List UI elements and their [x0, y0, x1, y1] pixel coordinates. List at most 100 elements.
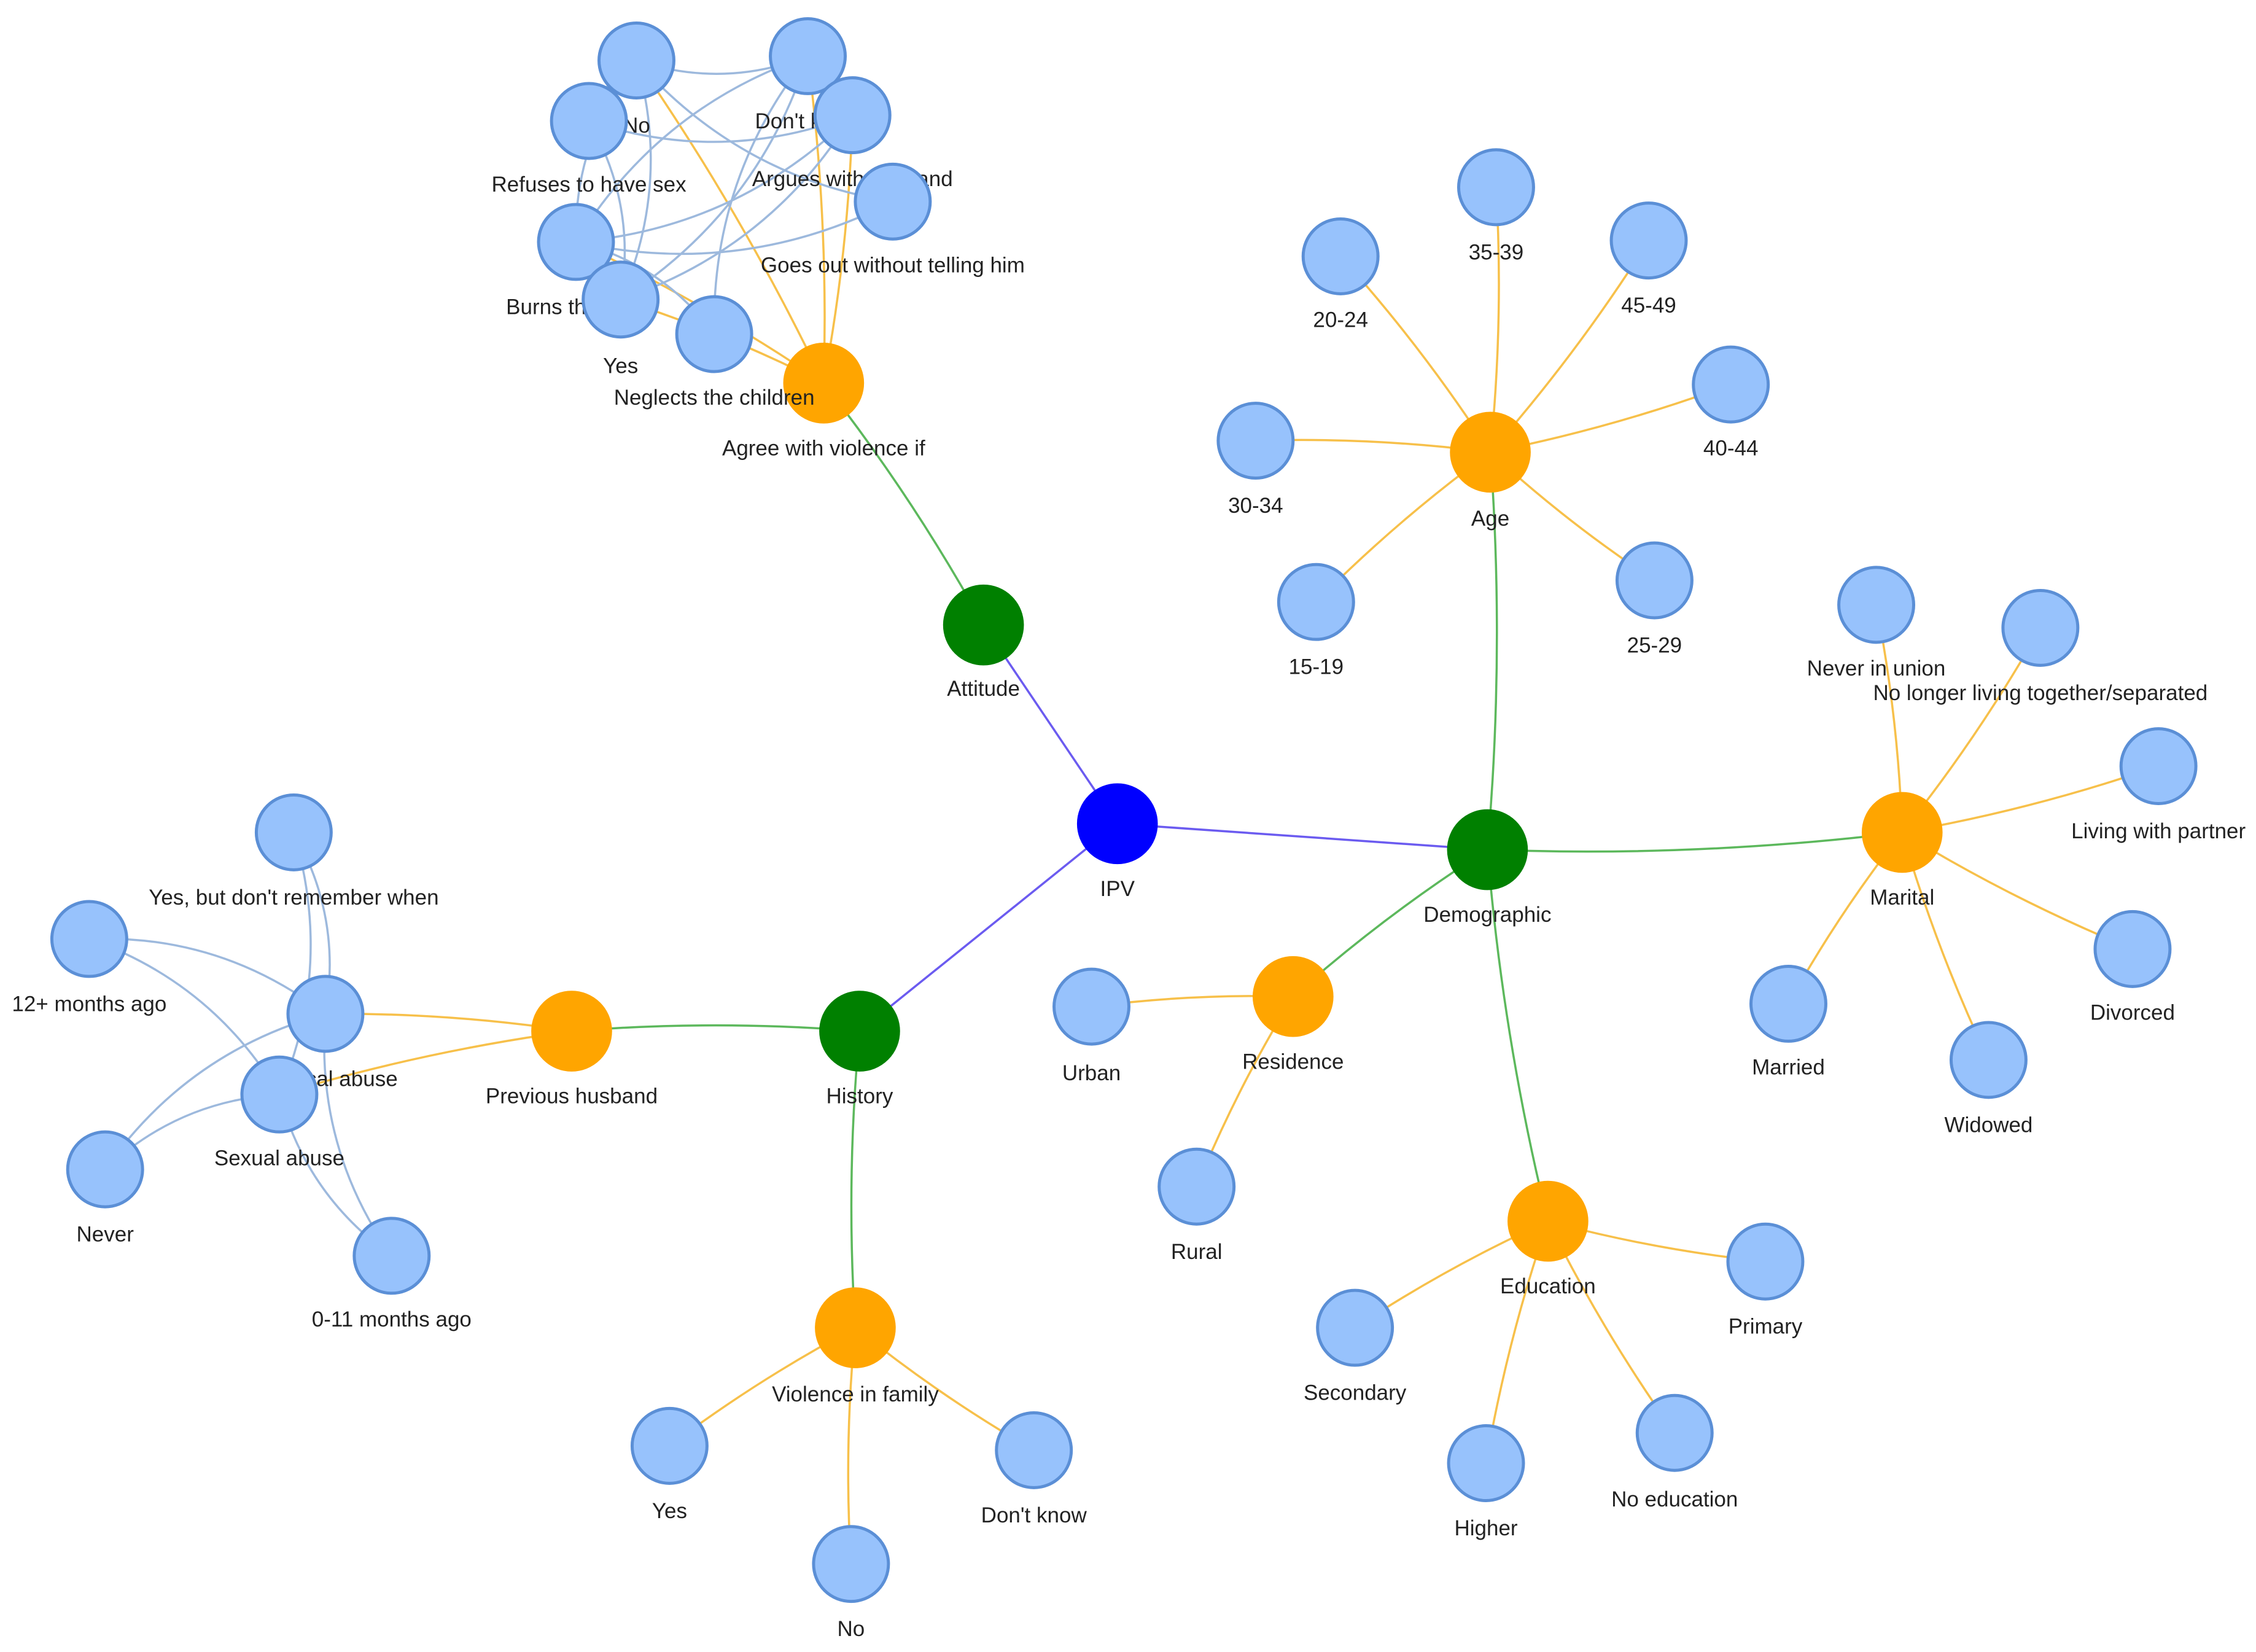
node-attitude[interactable]: Attitude [943, 584, 1024, 701]
node-edu-higher[interactable]: Higher [1447, 1424, 1525, 1540]
node-violfamily[interactable]: Violence in family [772, 1287, 939, 1406]
node-mar-divorced[interactable]: Divorced [2090, 910, 2175, 1025]
node-mar-married[interactable]: Married [1749, 964, 1827, 1080]
category-node-circle[interactable] [943, 584, 1024, 666]
value-node-circle[interactable] [1635, 1393, 1714, 1472]
value-node-circle[interactable] [854, 162, 932, 241]
value-node-circle[interactable] [1216, 402, 1295, 480]
category-node-circle[interactable] [1447, 809, 1528, 890]
value-node-circle[interactable] [1447, 1424, 1525, 1502]
node-age[interactable]: Age [1450, 411, 1531, 531]
node-ag-refuses[interactable]: Refuses to have sex [492, 82, 687, 197]
node-ipv[interactable]: IPV [1076, 783, 1158, 901]
value-node-circle[interactable] [537, 203, 615, 281]
node-prevhusband[interactable]: Previous husband [486, 991, 658, 1108]
value-node-circle[interactable] [2119, 727, 2198, 806]
node-age-4044[interactable]: 40-44 [1692, 345, 1770, 460]
value-node-circle[interactable] [1277, 563, 1355, 641]
node-mar-nolonger[interactable]: No longer living together/separated [1873, 588, 2207, 705]
variable-node-circle[interactable] [531, 991, 612, 1072]
root-node-circle[interactable] [1076, 783, 1158, 865]
node-ph-12plus[interactable]: 12+ months ago [12, 900, 166, 1016]
node-edu-primary[interactable]: Primary [1726, 1222, 1805, 1339]
value-node-circle[interactable] [675, 295, 753, 373]
node-ph-never[interactable]: Never [66, 1130, 144, 1247]
node-mar-never[interactable]: Never in union [1807, 566, 1946, 680]
node-ag-argues[interactable]: Argues with husband [752, 76, 953, 191]
node-age-3034[interactable]: 30-34 [1216, 402, 1295, 518]
node-ph-sexual[interactable]: Sexual abuse [214, 1055, 344, 1170]
node-residence[interactable]: Residence [1242, 956, 1344, 1073]
category-node-circle[interactable] [819, 991, 900, 1072]
value-node-circle[interactable] [813, 76, 892, 155]
variable-node-circle[interactable] [1252, 956, 1334, 1037]
node-vf-dontknow[interactable]: Don't know [981, 1411, 1087, 1527]
node-vf-yes[interactable]: Yes [630, 1406, 709, 1523]
value-node-circle[interactable] [995, 1411, 1073, 1489]
edge-ag_yes-ag_argues [620, 114, 854, 301]
variable-node-circle[interactable] [1861, 792, 1943, 873]
node-edu-secondary[interactable]: Secondary [1304, 1288, 1407, 1405]
value-node-circle[interactable] [630, 1406, 709, 1485]
node-age-4549[interactable]: 45-49 [1609, 201, 1688, 318]
value-node-circle[interactable] [1749, 964, 1827, 1043]
value-node-circle[interactable] [582, 260, 660, 339]
node-vf-no[interactable]: No [812, 1525, 890, 1641]
value-node-circle[interactable] [812, 1525, 890, 1603]
variable-node-circle[interactable] [783, 342, 865, 424]
value-node-circle[interactable] [1316, 1288, 1394, 1367]
node-ag-yes[interactable]: Yes [582, 260, 660, 378]
node-age-2024[interactable]: 20-24 [1301, 217, 1380, 332]
variable-node-circle[interactable] [1507, 1180, 1589, 1262]
value-node-circle[interactable] [597, 21, 675, 99]
value-node-circle[interactable] [254, 793, 333, 871]
value-node-circle[interactable] [50, 900, 128, 978]
edge-ipv-history [858, 822, 1118, 1032]
variable-node-circle[interactable] [1450, 411, 1531, 493]
node-mar-widowed[interactable]: Widowed [1944, 1021, 2032, 1137]
value-node-circle[interactable] [1726, 1222, 1805, 1301]
node-marital[interactable]: Marital [1861, 792, 1943, 910]
node-ag-goesout[interactable]: Goes out without telling him [761, 162, 1025, 277]
value-node-circle[interactable] [1301, 217, 1380, 295]
edge-history-violfamily [850, 1031, 861, 1328]
value-node-circle[interactable] [240, 1055, 319, 1134]
node-demographic[interactable]: Demographic [1423, 809, 1551, 927]
node-label: Urban [1062, 1061, 1121, 1085]
node-age-1519[interactable]: 15-19 [1277, 563, 1355, 679]
node-mar-living[interactable]: Living with partner [2071, 727, 2246, 843]
value-node-circle[interactable] [1157, 1147, 1236, 1226]
value-node-circle[interactable] [1609, 201, 1688, 280]
node-education[interactable]: Education [1500, 1180, 1596, 1298]
value-node-circle[interactable] [550, 82, 628, 160]
value-node-circle[interactable] [2093, 910, 2172, 988]
node-label: 25-29 [1627, 634, 1682, 658]
node-res-rural[interactable]: Rural [1157, 1147, 1236, 1264]
value-node-circle[interactable] [1457, 148, 1535, 227]
node-age-3539[interactable]: 35-39 [1457, 148, 1535, 264]
value-node-circle[interactable] [1615, 541, 1694, 620]
node-history[interactable]: History [819, 991, 900, 1108]
value-node-circle[interactable] [1052, 967, 1130, 1046]
node-age-2529[interactable]: 25-29 [1615, 541, 1694, 658]
value-node-circle[interactable] [286, 975, 365, 1053]
value-node-circle[interactable] [769, 17, 847, 95]
variable-node-circle[interactable] [815, 1287, 896, 1368]
value-node-circle[interactable] [2001, 588, 2080, 667]
value-node-circle[interactable] [1692, 345, 1770, 424]
node-res-urban[interactable]: Urban [1052, 967, 1130, 1085]
edge-ag_yes-ag_dontknow [620, 55, 809, 301]
node-label: Neglects the children [614, 386, 815, 410]
node-edu-noedu[interactable]: No education [1611, 1393, 1738, 1511]
node-ph-011[interactable]: 0-11 months ago [312, 1217, 472, 1331]
value-node-circle[interactable] [66, 1130, 144, 1209]
value-node-circle[interactable] [352, 1217, 431, 1295]
value-node-circle[interactable] [1837, 566, 1916, 644]
value-node-circle[interactable] [1949, 1021, 2028, 1099]
node-label: Divorced [2090, 1001, 2175, 1025]
node-ag-neglects[interactable]: Neglects the children [614, 295, 815, 410]
node-agree[interactable]: Agree with violence if [722, 342, 925, 460]
node-ph-yesdont[interactable]: Yes, but don't remember when [149, 793, 439, 910]
